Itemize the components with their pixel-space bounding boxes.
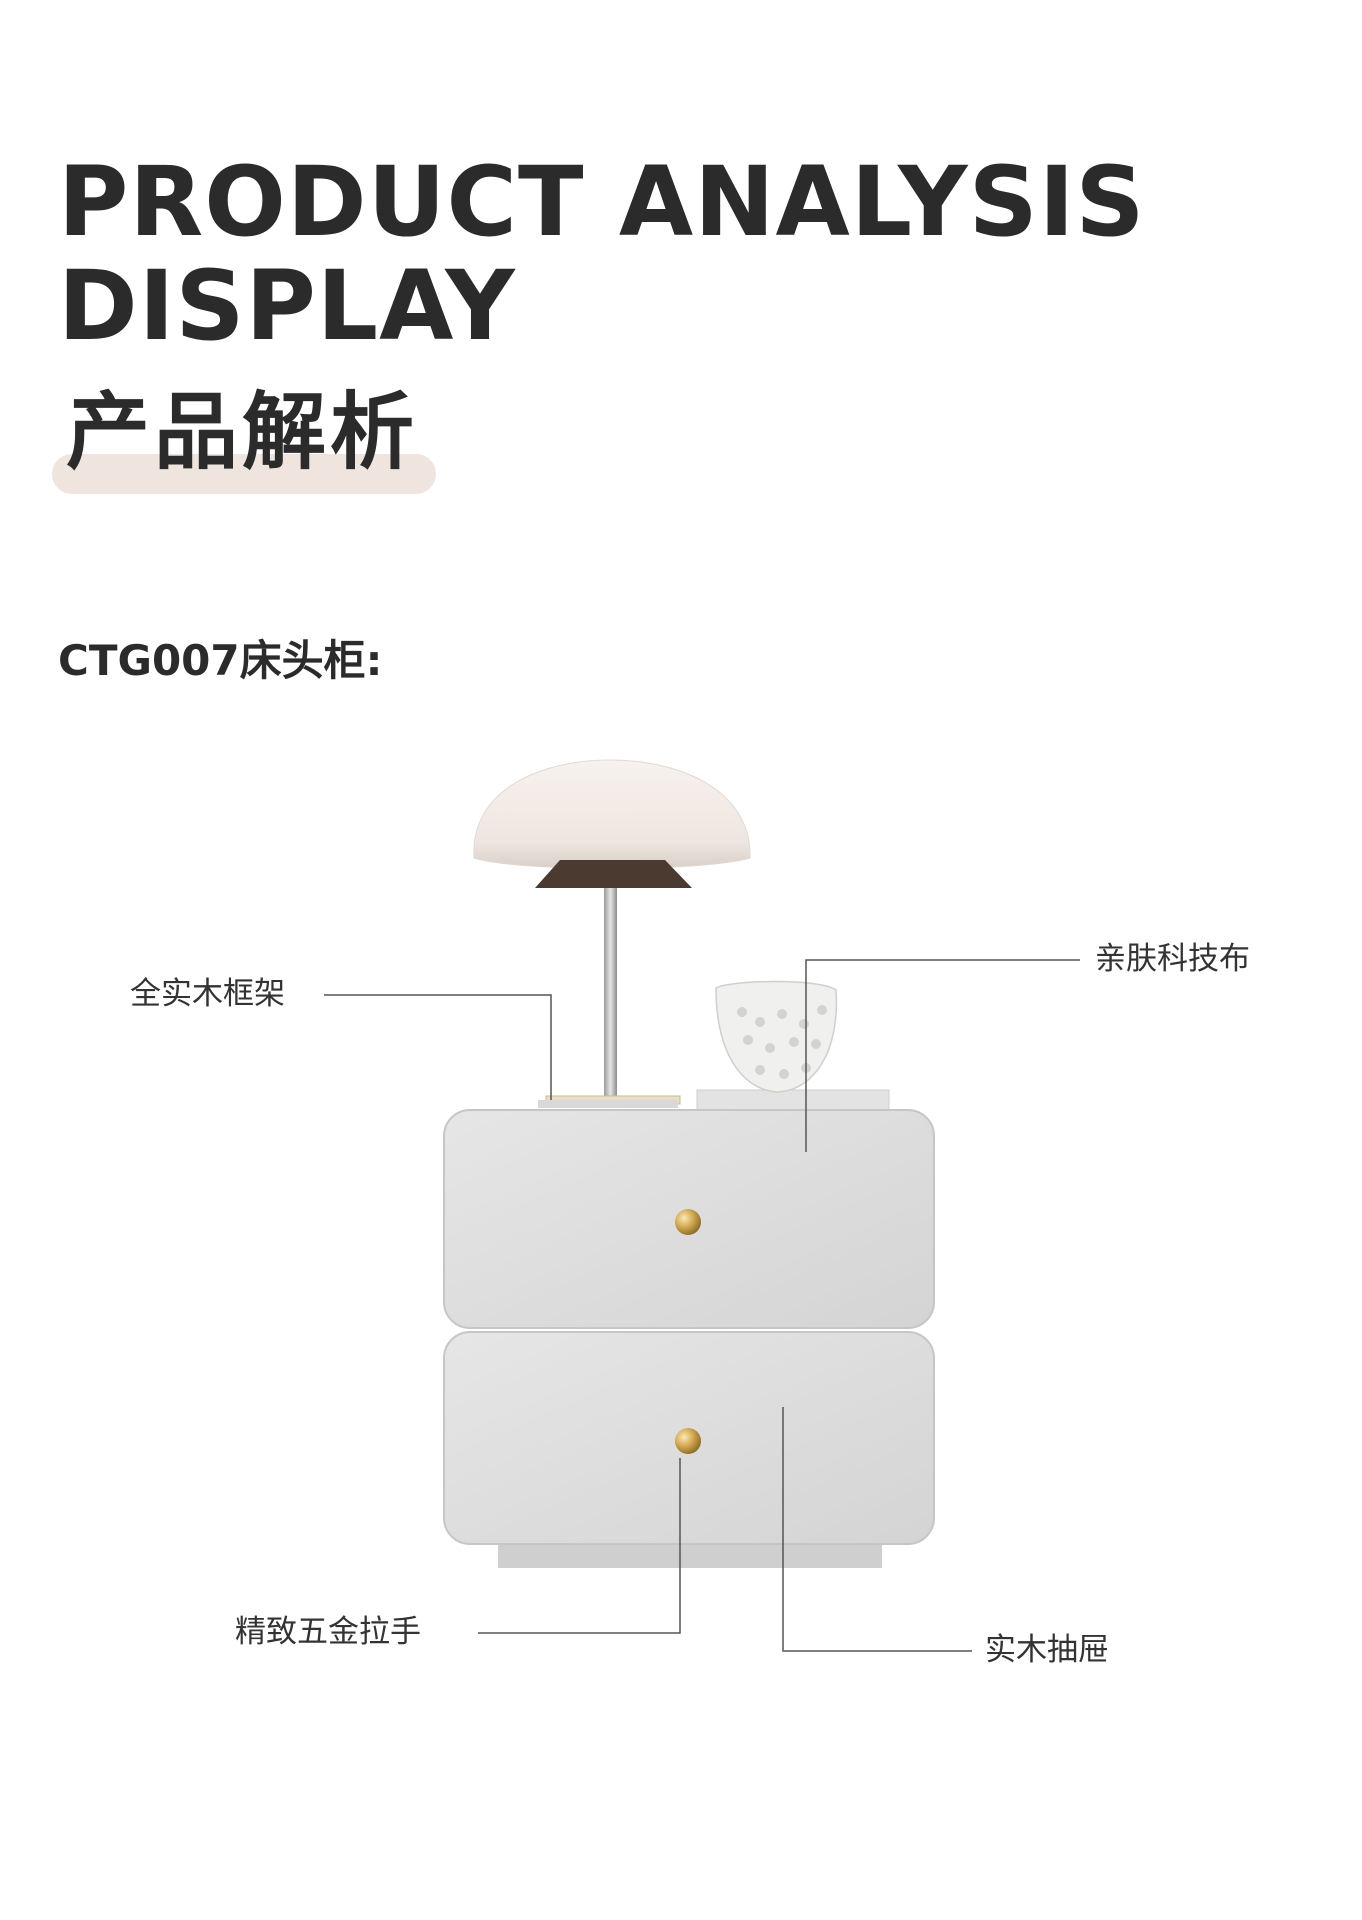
- heading-line-1: PRODUCT ANALYSIS: [58, 146, 1146, 258]
- lamp-shade: [473, 759, 751, 869]
- hardware-leader: [478, 1458, 681, 1634]
- chinese-heading: 产品解析: [66, 383, 419, 481]
- lamp-cap: [535, 860, 692, 888]
- callout-lines: [324, 959, 1080, 1652]
- product-model-label: CTG007床头柜:: [58, 636, 383, 685]
- heading-highlight-bar: [52, 454, 436, 494]
- callout-drawer: 实木抽屉: [985, 1632, 1109, 1668]
- bottom-knob: [675, 1428, 701, 1454]
- table-lamp: [473, 759, 751, 1105]
- heading-line-2: DISPLAY: [58, 250, 516, 362]
- chinese-heading-block: 产品解析: [52, 382, 436, 502]
- ceramic-bowl: [715, 980, 838, 1093]
- frame-leader: [324, 994, 552, 1100]
- drawer-leader: [782, 1407, 972, 1652]
- callout-hardware: 精致五金拉手: [235, 1614, 421, 1650]
- fabric-leader: [805, 959, 1080, 1152]
- book-stack: [538, 1089, 890, 1111]
- top-knob: [675, 1209, 701, 1235]
- nightstand: [443, 1109, 935, 1568]
- english-heading: PRODUCT ANALYSIS DISPLAY: [58, 150, 1258, 358]
- callout-frame: 全实木框架: [130, 976, 285, 1012]
- lamp-stem: [604, 888, 617, 1098]
- callout-fabric: 亲肤科技布: [1095, 941, 1250, 977]
